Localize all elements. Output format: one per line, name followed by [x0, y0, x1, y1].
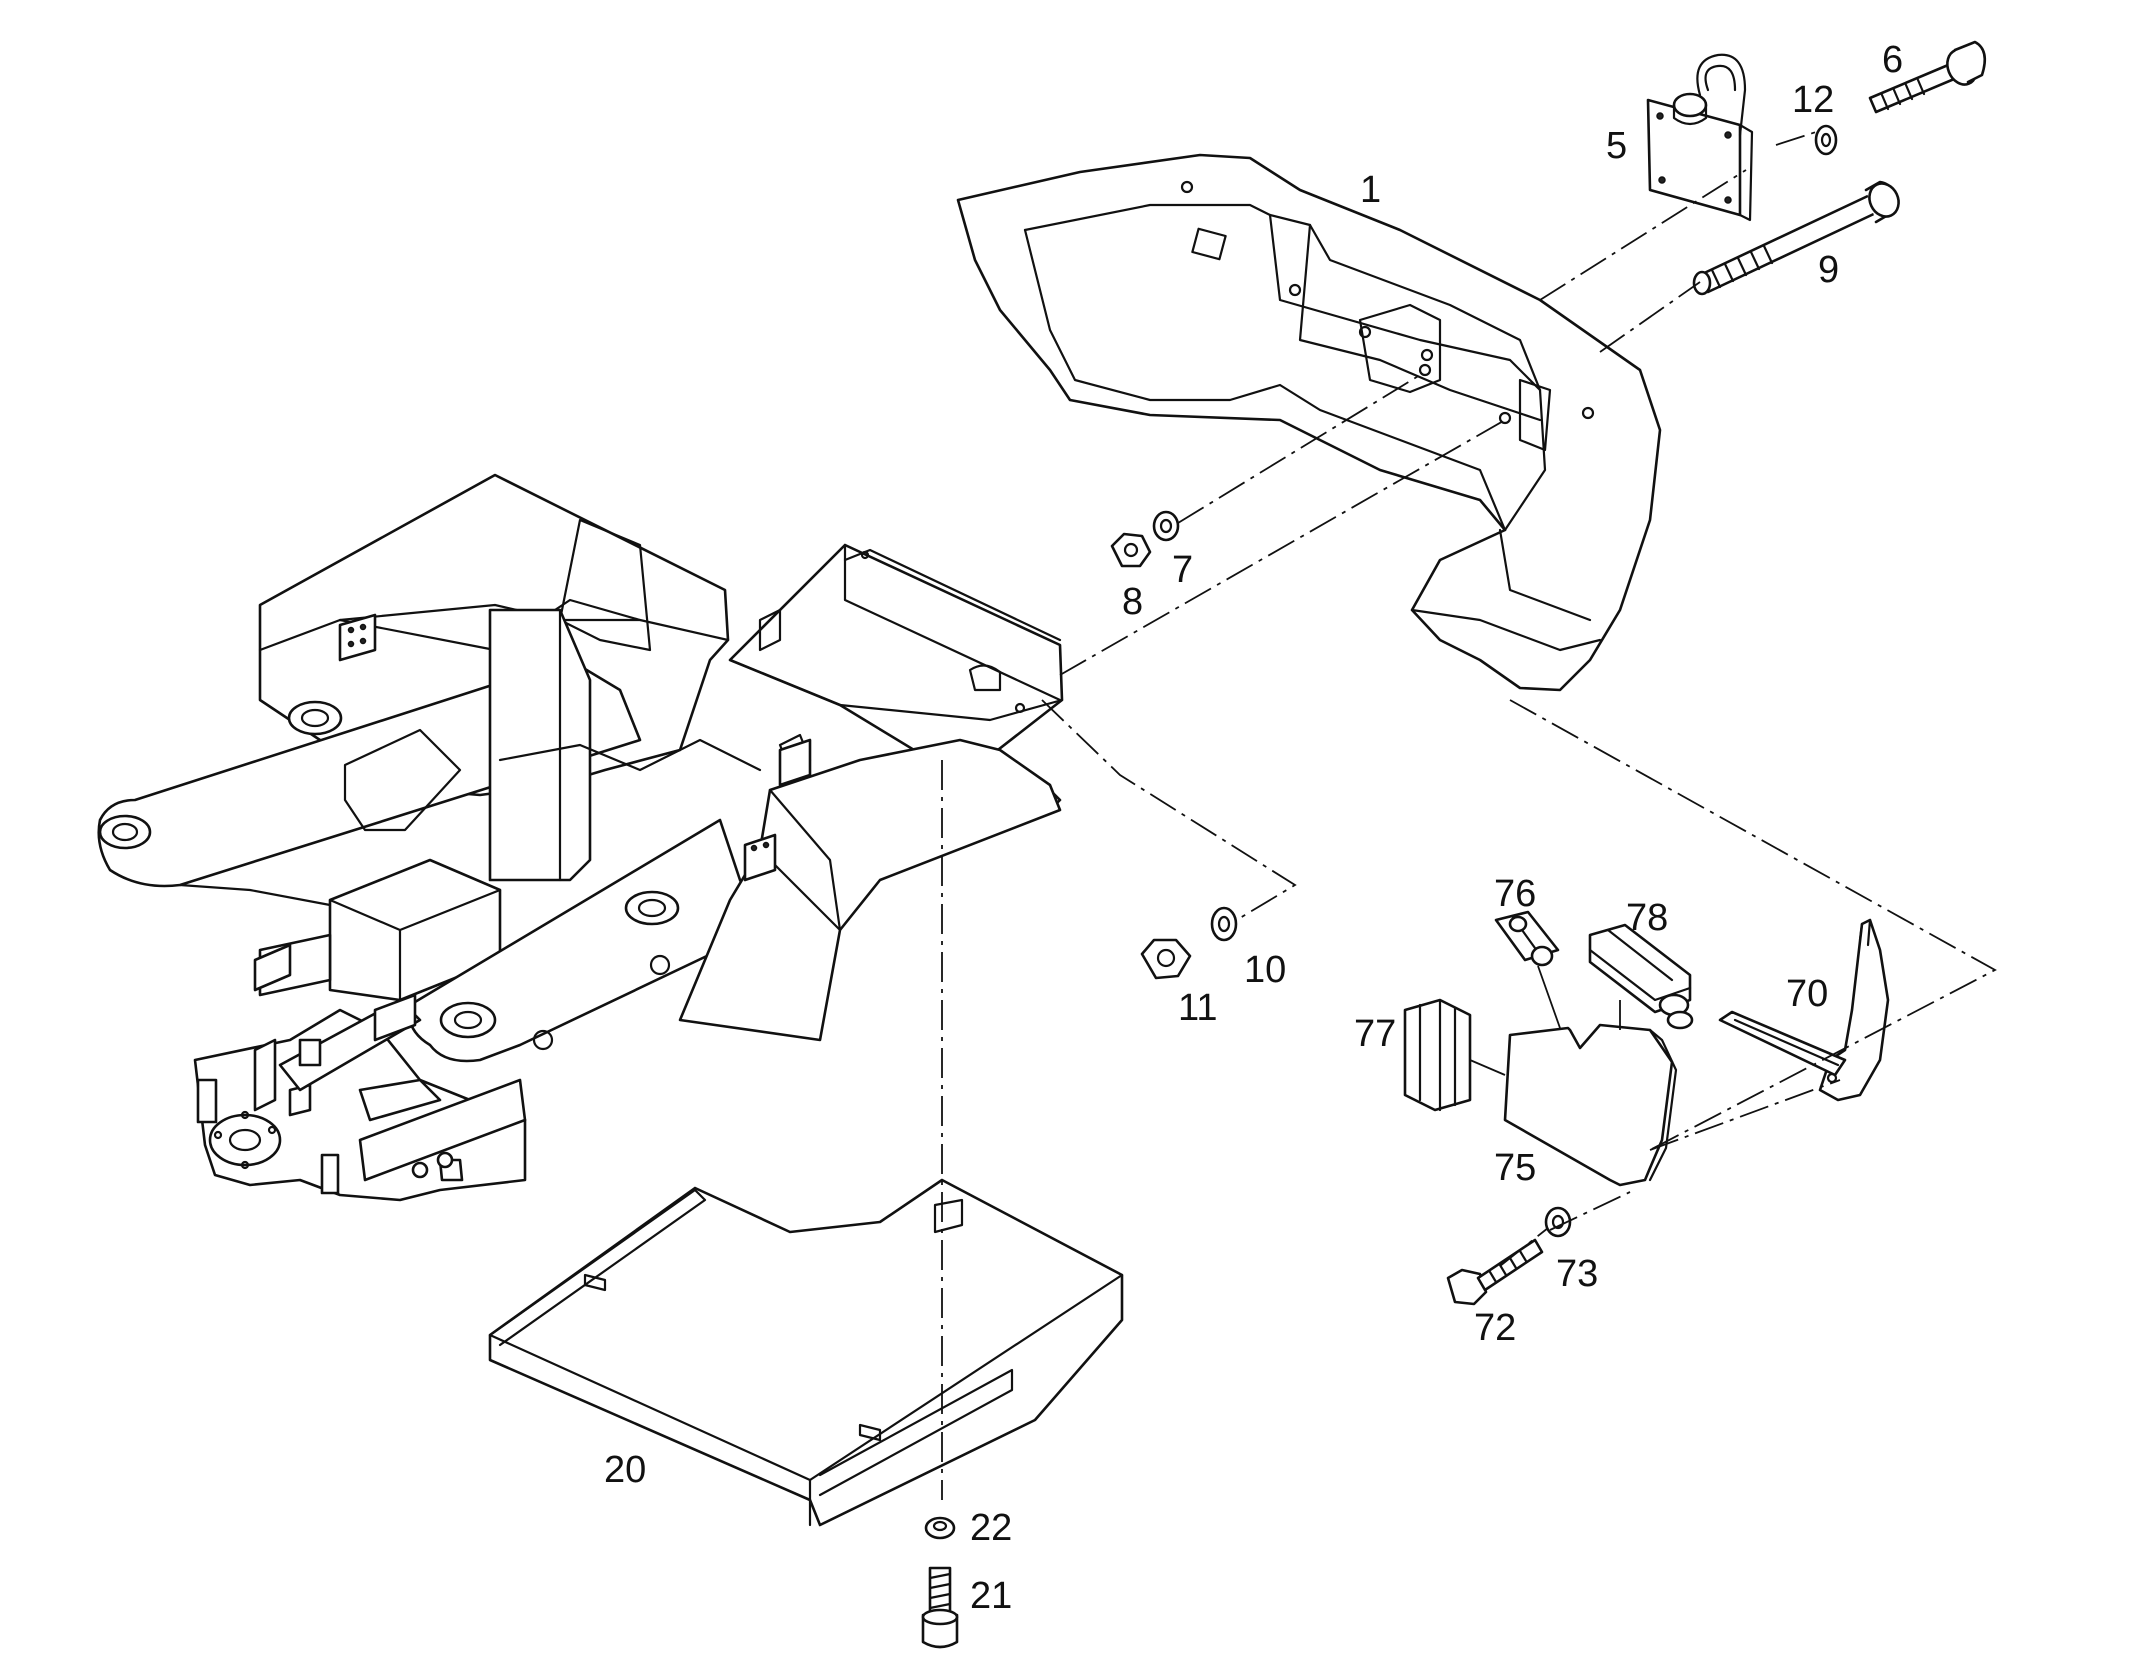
callout-12: 12	[1792, 79, 1834, 121]
callout-22: 22	[970, 1507, 1012, 1549]
callout-21: 21	[970, 1575, 1012, 1617]
part-1-counterweight[interactable]	[956, 153, 1662, 692]
part-5-latch-plate[interactable]	[1646, 53, 1754, 222]
part-7-washer[interactable]	[1152, 510, 1180, 542]
part-9-long-bolt[interactable]	[1692, 179, 1904, 296]
callout-leaders	[1469, 965, 1621, 1076]
part-75-cover-plate[interactable]	[1503, 1023, 1678, 1187]
callout-5: 5	[1606, 125, 1627, 167]
callout-72: 72	[1474, 1307, 1516, 1349]
part-70-bracket[interactable]	[1718, 918, 1890, 1102]
part-72-bolt[interactable]	[1446, 1238, 1544, 1306]
assembly-center-lines	[941, 131, 1997, 1500]
part-22-washer[interactable]	[924, 1516, 956, 1540]
main-frame[interactable]	[97, 473, 1064, 1202]
callout-9: 9	[1818, 249, 1839, 291]
callout-7: 7	[1172, 549, 1193, 591]
callouts: 1 5 6 7 8 9 10 11 12 20 21 22 70 72 73 7…	[604, 39, 1903, 1617]
part-77-pad[interactable]	[1403, 998, 1472, 1112]
callout-77: 77	[1354, 1013, 1396, 1055]
part-12-washer[interactable]	[1814, 124, 1838, 156]
callout-20: 20	[604, 1449, 646, 1491]
part-11-nut[interactable]	[1140, 938, 1192, 980]
callout-10: 10	[1244, 949, 1286, 991]
part-76-rubber-piece[interactable]	[1494, 910, 1560, 967]
callout-1: 1	[1360, 169, 1381, 211]
callout-6: 6	[1882, 39, 1903, 81]
part-10-washer[interactable]	[1210, 906, 1238, 942]
callout-11: 11	[1178, 987, 1217, 1029]
part-8-nut[interactable]	[1110, 532, 1152, 568]
callout-75: 75	[1494, 1147, 1536, 1189]
part-78-rubber-block[interactable]	[1588, 923, 1694, 1030]
callout-73: 73	[1556, 1253, 1598, 1295]
callout-76: 76	[1494, 873, 1536, 915]
part-6-bolt[interactable]	[1868, 40, 1987, 114]
part-20-bottom-plate[interactable]	[488, 1178, 1124, 1527]
callout-8: 8	[1122, 581, 1143, 623]
callout-78: 78	[1626, 897, 1668, 939]
callout-70: 70	[1786, 973, 1828, 1015]
part-21-screw[interactable]	[921, 1566, 959, 1649]
